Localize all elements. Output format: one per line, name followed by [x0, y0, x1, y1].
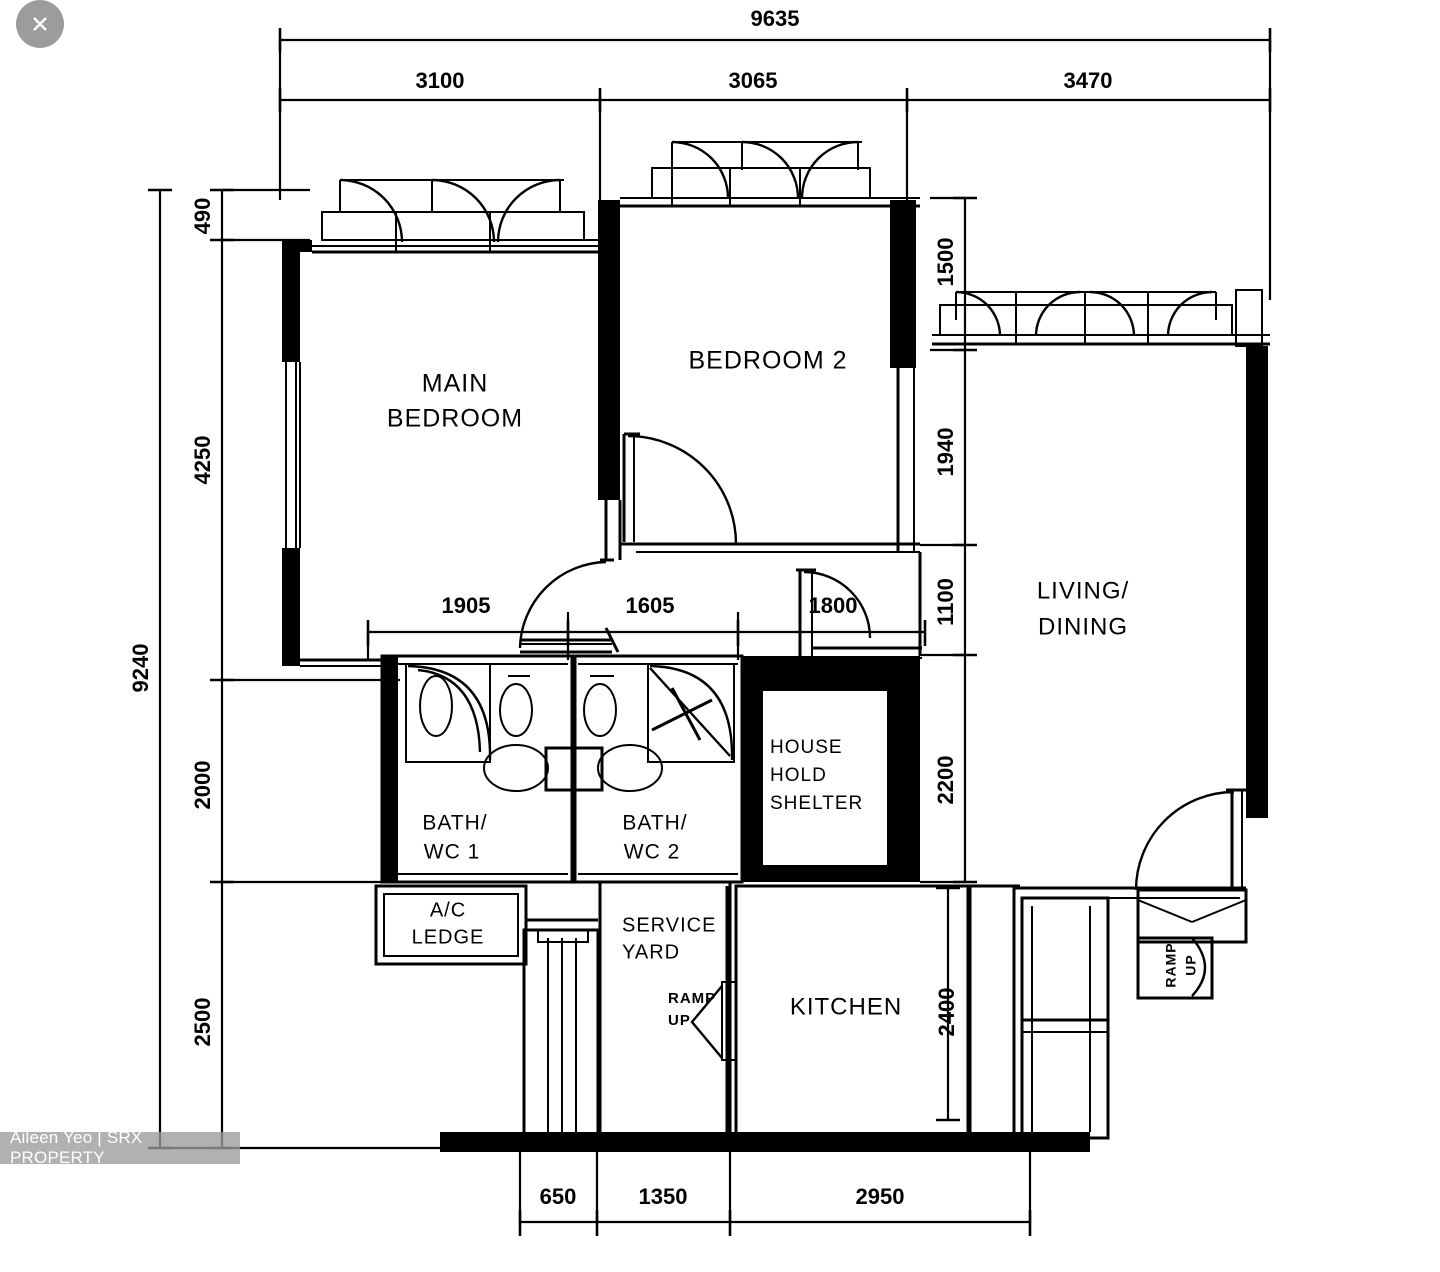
label-service-yard-l2: YARD — [622, 941, 680, 963]
label-ac-ledge-l2: LEDGE — [412, 926, 485, 948]
label-ramp-up-entry-l1: RAMP — [1163, 942, 1179, 987]
dim-bottom-2: 1350 — [639, 1184, 688, 1209]
label-bath-wc-2-l2: WC 2 — [624, 841, 681, 864]
dim-left-overall: 9240 — [128, 644, 153, 693]
label-living-dining-l2: DINING — [1038, 613, 1128, 640]
room-labels: MAIN BEDROOM BEDROOM 2 LIVING/ DINING BA… — [387, 347, 1199, 1029]
dim-interior-2: 1605 — [626, 593, 675, 618]
close-icon — [33, 17, 47, 31]
label-main-bedroom-l1: MAIN — [422, 370, 489, 398]
bath-2-wc — [572, 744, 663, 792]
left-dimension-overall: 9240 — [128, 188, 172, 1150]
main-entry-door — [1134, 788, 1248, 1000]
label-ramp-up-yard-l2: UP — [668, 1012, 691, 1029]
label-household-shelter-l1: HOUSE — [770, 737, 843, 758]
label-ramp-up-yard-l1: RAMP — [668, 990, 716, 1007]
bedroom-2-structure — [620, 140, 920, 553]
dim-left-1: 490 — [190, 198, 215, 235]
main-bedroom-left-window — [285, 362, 301, 548]
dim-top-1: 3100 — [416, 68, 465, 93]
dim-interior-3: 1800 — [809, 593, 858, 618]
bath-2-basin — [583, 683, 617, 737]
dim-bottom-1: 650 — [540, 1184, 577, 1209]
dim-right-2: 1940 — [933, 428, 958, 477]
main-bedroom-structure — [282, 178, 622, 667]
bath-1-shower — [405, 663, 492, 763]
label-main-bedroom-l2: BEDROOM — [387, 405, 523, 433]
bath-1-wc — [483, 744, 576, 792]
dim-right-4: 2200 — [933, 756, 958, 805]
label-bath-wc-2-l1: BATH/ — [622, 812, 687, 835]
bedroom-2-window — [620, 140, 920, 208]
label-ramp-up-entry-l2: UP — [1183, 954, 1199, 975]
dim-left-4: 2500 — [190, 998, 215, 1047]
dim-left-3: 2000 — [190, 761, 215, 810]
label-bedroom-2: BEDROOM 2 — [688, 347, 847, 375]
dim-left-2: 4250 — [190, 436, 215, 485]
right-dimension-segments: 1500 1940 1100 2200 — [920, 196, 977, 884]
label-service-yard-l1: SERVICE — [622, 914, 716, 936]
main-bedroom-door — [518, 558, 614, 649]
dim-top-overall: 9635 — [751, 6, 800, 31]
stair-duct — [522, 918, 600, 1150]
label-bath-wc-1-l2: WC 1 — [424, 841, 481, 864]
bedroom-2-door — [622, 432, 738, 545]
label-kitchen: KITCHEN — [790, 993, 902, 1020]
kitchen-structure — [440, 884, 1090, 1152]
bath-1-basin — [499, 683, 533, 737]
dim-right-1: 1500 — [933, 238, 958, 287]
dim-interior-1: 1905 — [442, 593, 491, 618]
label-bath-wc-1-l1: BATH/ — [422, 812, 487, 835]
ac-ledge-structure — [374, 884, 528, 966]
main-bedroom-window — [312, 178, 600, 254]
shelter-door — [796, 568, 922, 659]
label-living-dining-l1: LIVING/ — [1037, 577, 1129, 604]
dim-right-3: 1100 — [933, 578, 958, 626]
bottom-dimension-segments: 650 1350 2950 — [518, 1150, 1032, 1236]
entrance-structure — [1012, 788, 1248, 1140]
living-dining-structure — [918, 289, 1270, 818]
interior-dimension-row: 1905 1605 1800 — [366, 593, 927, 660]
close-button[interactable] — [16, 0, 64, 48]
bath-2-shower — [647, 663, 735, 763]
dim-kitchen-depth: 2400 — [934, 988, 959, 1037]
dim-top-2: 3065 — [729, 68, 778, 93]
label-household-shelter-l2: HOLD — [770, 765, 827, 786]
dim-top-3: 3470 — [1064, 68, 1113, 93]
living-dining-window — [932, 289, 1270, 347]
top-dimension-segments: 3100 3065 3470 — [278, 68, 1272, 300]
household-shelter-structure — [742, 568, 922, 882]
bath-wc-2-structure — [520, 638, 744, 884]
kitchen-depth-dimension: 2400 — [934, 886, 960, 1122]
bath-wc-1-structure — [380, 654, 576, 884]
label-ac-ledge-l1: A/C — [430, 899, 466, 921]
dim-bottom-3: 2950 — [856, 1184, 905, 1209]
label-household-shelter-l3: SHELTER — [770, 793, 863, 814]
watermark: Aileen Yeo | SRX PROPERTY — [0, 1128, 240, 1167]
top-dimension-overall: 9635 — [278, 6, 1272, 100]
